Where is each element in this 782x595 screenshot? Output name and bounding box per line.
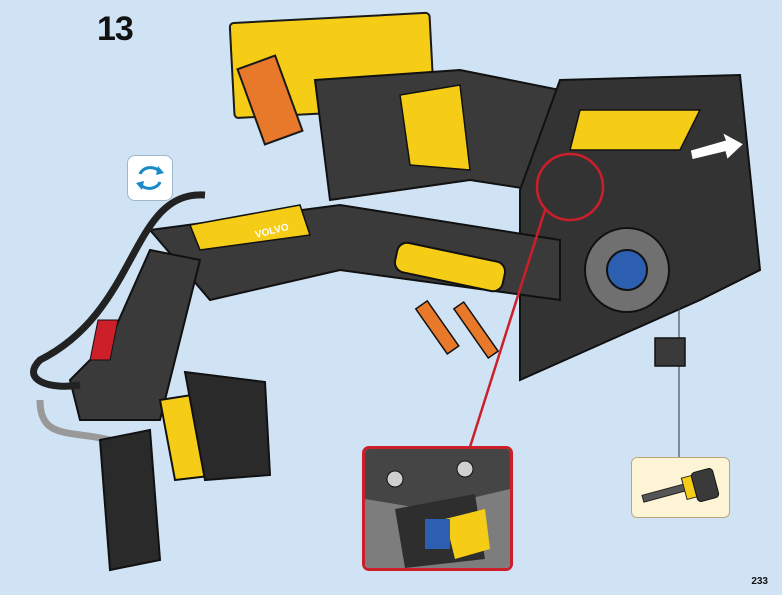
detail-callout [362,446,513,571]
insert-direction-arrow-icon [689,130,746,162]
page-number: 233 [751,576,768,587]
axle-with-stop-part-icon [641,468,720,503]
step-number: 13 [97,10,134,48]
part-box [631,457,730,518]
rotate-model-icon [127,155,173,201]
